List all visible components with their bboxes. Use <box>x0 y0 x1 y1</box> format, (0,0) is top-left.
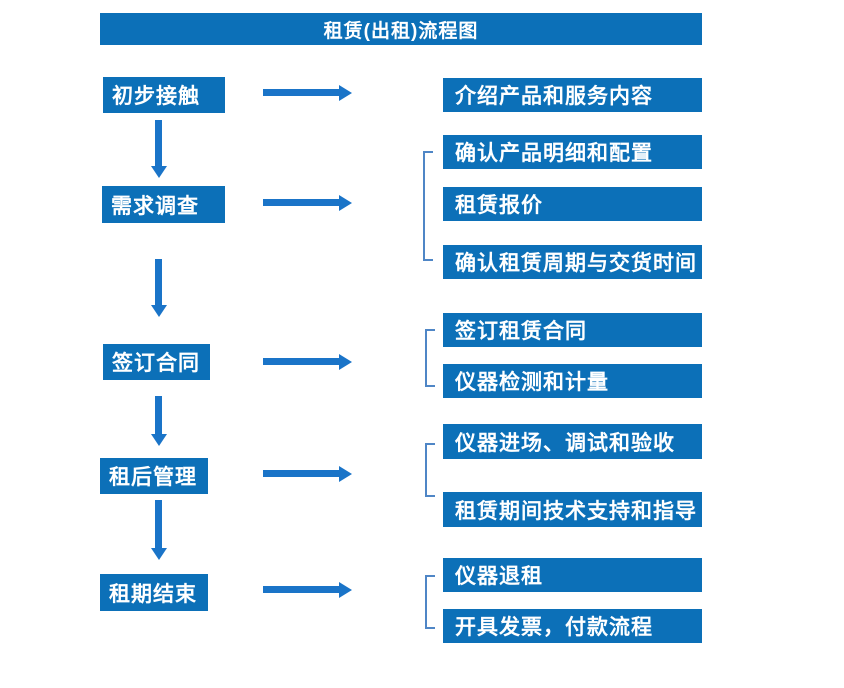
detail-box-rental-quotation: 租赁报价 <box>443 187 702 221</box>
detail-box-technical-support-guidance: 租赁期间技术支持和指导 <box>443 492 702 527</box>
arrow-head-icon <box>151 305 167 317</box>
arrow-head-icon <box>151 548 167 560</box>
arrow-shaft <box>263 199 340 206</box>
down-arrow-1 <box>151 120 167 178</box>
down-arrow-2 <box>151 259 167 317</box>
detail-box-instrument-entry-debug-acceptance: 仪器进场、调试和验收 <box>443 424 702 459</box>
flowchart-title: 租赁(出租)流程图 <box>100 13 702 45</box>
detail-box-instrument-testing-metering: 仪器检测和计量 <box>443 364 702 398</box>
right-arrow-rental-end <box>263 582 352 598</box>
right-arrow-post-rental <box>263 466 352 482</box>
group-bracket-sign-contract <box>425 329 435 387</box>
stage-box-initial-contact: 初步接触 <box>103 77 225 113</box>
right-arrow-demand-survey <box>263 195 352 211</box>
arrow-shaft <box>155 396 162 434</box>
arrow-head-icon <box>339 466 352 482</box>
right-arrow-initial-contact <box>263 85 352 101</box>
detail-box-confirm-rental-period-delivery: 确认租赁周期与交货时间 <box>443 245 702 279</box>
detail-box-instrument-return: 仪器退租 <box>443 558 702 592</box>
detail-box-invoice-payment-process: 开具发票，付款流程 <box>443 609 702 643</box>
arrow-shaft <box>155 500 162 548</box>
arrow-head-icon <box>339 195 352 211</box>
stage-box-post-rental-management: 租后管理 <box>100 458 208 494</box>
arrow-head-icon <box>339 85 352 101</box>
arrow-shaft <box>155 259 162 305</box>
arrow-shaft <box>155 120 162 166</box>
arrow-head-icon <box>151 166 167 178</box>
stage-box-rental-end: 租期结束 <box>100 574 208 611</box>
detail-box-confirm-product-details: 确认产品明细和配置 <box>443 135 702 169</box>
group-bracket-post-rental <box>425 443 435 497</box>
detail-box-introduce-products-services: 介绍产品和服务内容 <box>443 78 702 112</box>
arrow-shaft <box>263 470 340 477</box>
arrow-shaft <box>263 586 340 593</box>
arrow-head-icon <box>151 434 167 446</box>
group-bracket-demand-survey <box>423 151 433 261</box>
group-bracket-rental-end <box>425 575 435 629</box>
stage-box-demand-survey: 需求调查 <box>102 186 225 223</box>
arrow-head-icon <box>339 582 352 598</box>
stage-box-sign-contract: 签订合同 <box>103 344 210 380</box>
down-arrow-4 <box>151 500 167 560</box>
arrow-head-icon <box>339 354 352 370</box>
arrow-shaft <box>263 358 340 365</box>
right-arrow-sign-contract <box>263 354 352 370</box>
arrow-shaft <box>263 89 340 96</box>
down-arrow-3 <box>151 396 167 446</box>
detail-box-sign-rental-contract: 签订租赁合同 <box>443 313 702 347</box>
